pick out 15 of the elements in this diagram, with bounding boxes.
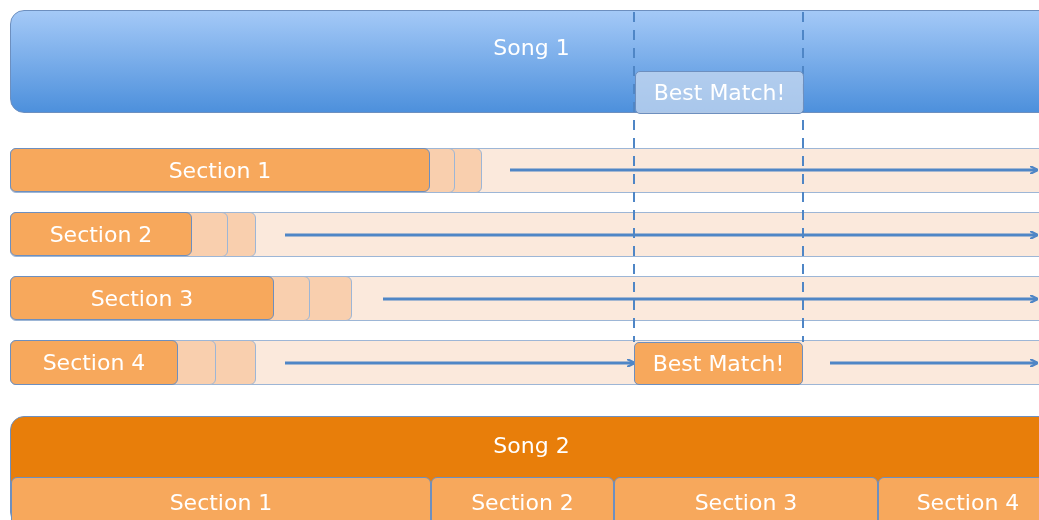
song-title: Song 1 [492, 34, 571, 60]
song-title: Song 2 [492, 433, 571, 458]
arrow [830, 357, 1039, 369]
match-label-box: Best Match! [634, 342, 803, 385]
section-box: Section 3 [10, 276, 274, 320]
section-box: Section 4 [10, 340, 178, 385]
section-box: Section 1 [11, 477, 431, 520]
section-box: Section 2 [431, 477, 614, 520]
match-label-box: Best Match! [635, 71, 804, 114]
section-box: Section 3 [614, 477, 878, 520]
section-box: Section 1 [10, 148, 430, 192]
section-box: Section 4 [878, 477, 1039, 520]
section-box: Section 2 [10, 212, 192, 256]
song-bar [10, 416, 1039, 520]
song-bar [10, 10, 1039, 113]
